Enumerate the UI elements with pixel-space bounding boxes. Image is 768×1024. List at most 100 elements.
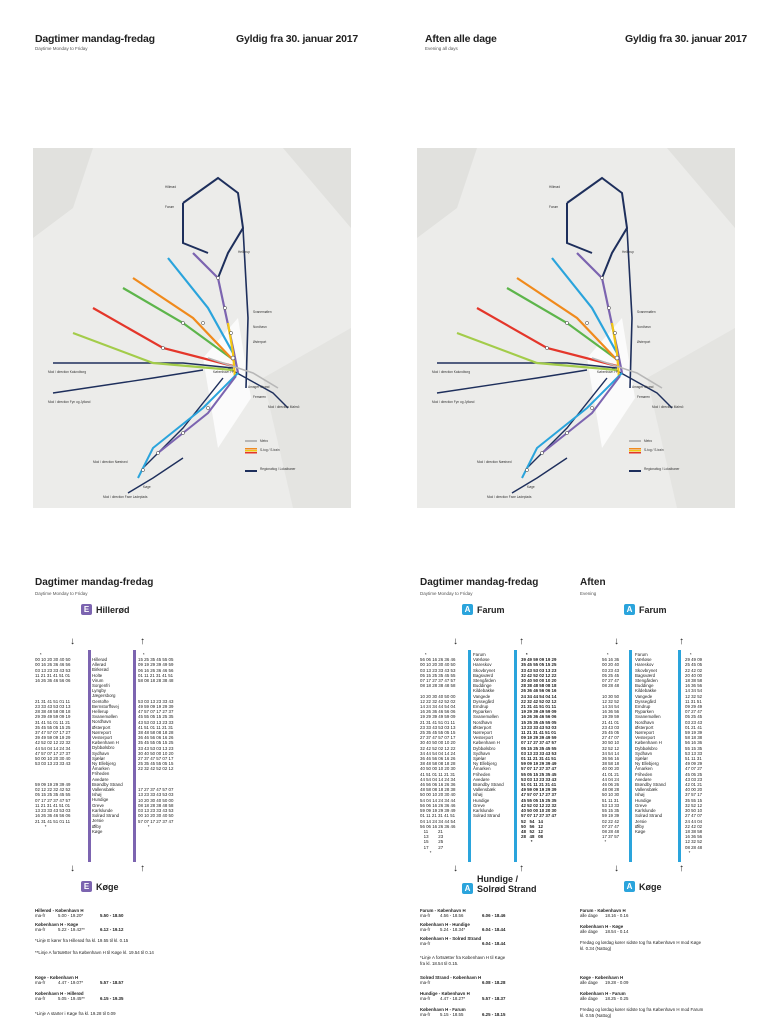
note-span: 5.24 - 18.34* (440, 927, 466, 932)
note-bold: 6.04 - 18.44 (482, 941, 506, 946)
network-map-day-svg (31, 146, 353, 510)
note-days: alle dage (580, 980, 598, 985)
page2-title: Aften alle dage (425, 33, 497, 45)
note-days: ma-fr (35, 980, 46, 985)
station-list-e: Hillerød Allerød Birkerød Holte Virum So… (92, 657, 123, 834)
note-bold: 6.06 - 18.46 (482, 913, 506, 918)
line-a-evening-destination-farum: Farum (639, 605, 667, 615)
network-map-evening (415, 146, 737, 510)
note-bold: 6.04 - 18.44 (482, 927, 506, 932)
line-e-badge-koge: E (81, 881, 92, 892)
line-a-evening-badge-koge: A (624, 881, 635, 892)
line-e-destination-hillerod: Hillerød (96, 605, 130, 615)
page2-subtitle: Evening all days (425, 46, 458, 51)
line-e-bar-left (88, 650, 91, 862)
timetable-e-northbound: * 15 25 35 45 55 05 09 19 29 39 49 59 06… (138, 652, 174, 829)
down-arrow-icon: ↓ (70, 863, 75, 874)
note-days: ma-fr (420, 1012, 431, 1017)
note-bold: 6.15 - 19.35 (100, 996, 124, 1001)
up-arrow-icon: ↑ (140, 636, 145, 647)
line-a-bar-left (468, 650, 471, 862)
note-days: ma-fr (420, 996, 431, 1001)
line-e-bar-right (133, 650, 136, 862)
note-span: 5.00 - 19.20* (58, 913, 84, 918)
line-e-badge: E (81, 604, 92, 615)
line-a-bar-right (514, 650, 517, 862)
line-a-evening-bar-right (678, 650, 681, 862)
line-a-badge-hundige: A (462, 883, 473, 894)
note-footnote: **Linje A fortsætter fra København H til… (35, 950, 154, 955)
note-span: 4.47 - 19.07* (58, 980, 84, 985)
line-a-evening-badge: A (624, 604, 635, 615)
note-days: ma-fr (420, 913, 431, 918)
note-span: 18.25 - 0.25 (605, 996, 629, 1001)
station-list-a-evening: Farum Værløse Hareskov Skovbrynet Bagsvæ… (635, 652, 666, 834)
up-arrow-icon: ↑ (140, 863, 145, 874)
note-route: Hillerød - København H (35, 908, 84, 913)
note-footnote: Fredag og lørdag kører sidste tog fra Kø… (580, 940, 702, 951)
page1-title: Dagtimer mandag-fredag (35, 33, 155, 45)
line-a-evening-destination-koge: Køge (639, 882, 662, 892)
note-span: 18.54 - 0.14 (605, 929, 629, 934)
timetable-a-evening-southbound: * 56 16 36 00 20 40 03 23 43 05 25 45 07… (602, 652, 620, 845)
note-span: 5.22 - 19.42** (58, 927, 85, 932)
note-footnote: Fredag og lørdag kører sidste tog fra Kø… (580, 1007, 704, 1018)
note-days: ma-fr (420, 980, 431, 985)
up-arrow-icon: ↑ (679, 863, 684, 874)
note-bold: 6.25 - 18.15 (482, 1012, 506, 1017)
note-bold: 5.57 - 18.57 (100, 980, 124, 985)
note-bold: 5.57 - 18.37 (482, 996, 506, 1001)
sec5-subtitle: Evening (580, 591, 597, 596)
note-route: Solrød Strand - København H (420, 975, 482, 980)
note-days: ma-fr (35, 913, 46, 918)
note-days: ma-fr (35, 996, 46, 1001)
note-route: København H - Farum (580, 991, 626, 996)
note-span: 5.15 - 18.55 (440, 1012, 464, 1017)
line-a-destination-hundige: Hundige / Solrød Strand (477, 874, 537, 894)
network-map-day (31, 146, 353, 510)
note-bold: 5.50 - 18.50 (100, 913, 124, 918)
note-route: København H - Farum (420, 1007, 466, 1012)
down-arrow-icon: ↓ (70, 636, 75, 647)
note-days: ma-fr (420, 927, 431, 932)
note-route: København H - Solrød Strand (420, 936, 482, 941)
timetable-e-southbound: * 00 10 20 30 40 50 00 16 26 36 46 56 03… (35, 652, 71, 829)
note-days: alle dage (580, 996, 598, 1001)
note-route: København H - Hillerød (35, 991, 84, 996)
line-a-badge: A (462, 604, 473, 615)
up-arrow-icon: ↑ (519, 636, 524, 647)
line-a-evening-bar-left (629, 650, 632, 862)
down-arrow-icon: ↓ (453, 863, 458, 874)
timetable-a-northbound: * 39 49 59 09 19 29 35 45 55 05 15 25 33… (521, 652, 557, 845)
up-arrow-icon: ↑ (519, 863, 524, 874)
note-span: 4.47 - 18.27* (440, 996, 466, 1001)
note-route: København H - Køge (35, 922, 79, 927)
note-route: Køge - København H (35, 975, 79, 980)
station-list-a: Farum Værløse Hareskov Skovbrynet Bagsvæ… (473, 652, 504, 819)
timetable-a-southbound: * 56 06 16 26 36 46 00 10 20 30 40 50 03… (420, 652, 456, 855)
note-days: alle dage (580, 913, 598, 918)
note-span: 4.56 - 18.56 (440, 913, 464, 918)
down-arrow-icon: ↓ (614, 636, 619, 647)
sec3-subtitle: Daytime Monday to Friday (35, 591, 88, 596)
line-e-destination-koge: Køge (96, 882, 119, 892)
note-footnote: *Linje E kører fra Hillerød fra kl. 19.5… (35, 938, 129, 943)
note-bold: 6.12 - 19.12 (100, 927, 124, 932)
note-bold: 6.08 - 18.28 (482, 980, 506, 985)
sec5-title: Aften (580, 577, 606, 588)
line-a-destination-farum: Farum (477, 605, 505, 615)
note-route: Farum - København H (580, 908, 626, 913)
note-footnote: *Linje A fortsætter fra København H til … (420, 955, 506, 966)
sec3-title: Dagtimer mandag-fredag (35, 577, 154, 588)
note-span: 5.05 - 19.45** (58, 996, 85, 1001)
sec4-subtitle: Daytime Monday to Friday (420, 591, 473, 596)
note-route: Hundige - København H (420, 991, 470, 996)
timetable-a-evening-northbound: * 29 49 09 25 45 05 22 42 02 20 40 00 18… (685, 652, 703, 855)
note-route: København H - Køge (580, 924, 624, 929)
network-map-evening-svg (415, 146, 737, 510)
down-arrow-icon: ↓ (453, 636, 458, 647)
note-days: ma-fr (35, 927, 46, 932)
note-footnote: *Linje A starter i Køge fra kl. 19.28 ti… (35, 1011, 116, 1016)
up-arrow-icon: ↑ (679, 636, 684, 647)
sec4-title: Dagtimer mandag-fredag (420, 577, 539, 588)
